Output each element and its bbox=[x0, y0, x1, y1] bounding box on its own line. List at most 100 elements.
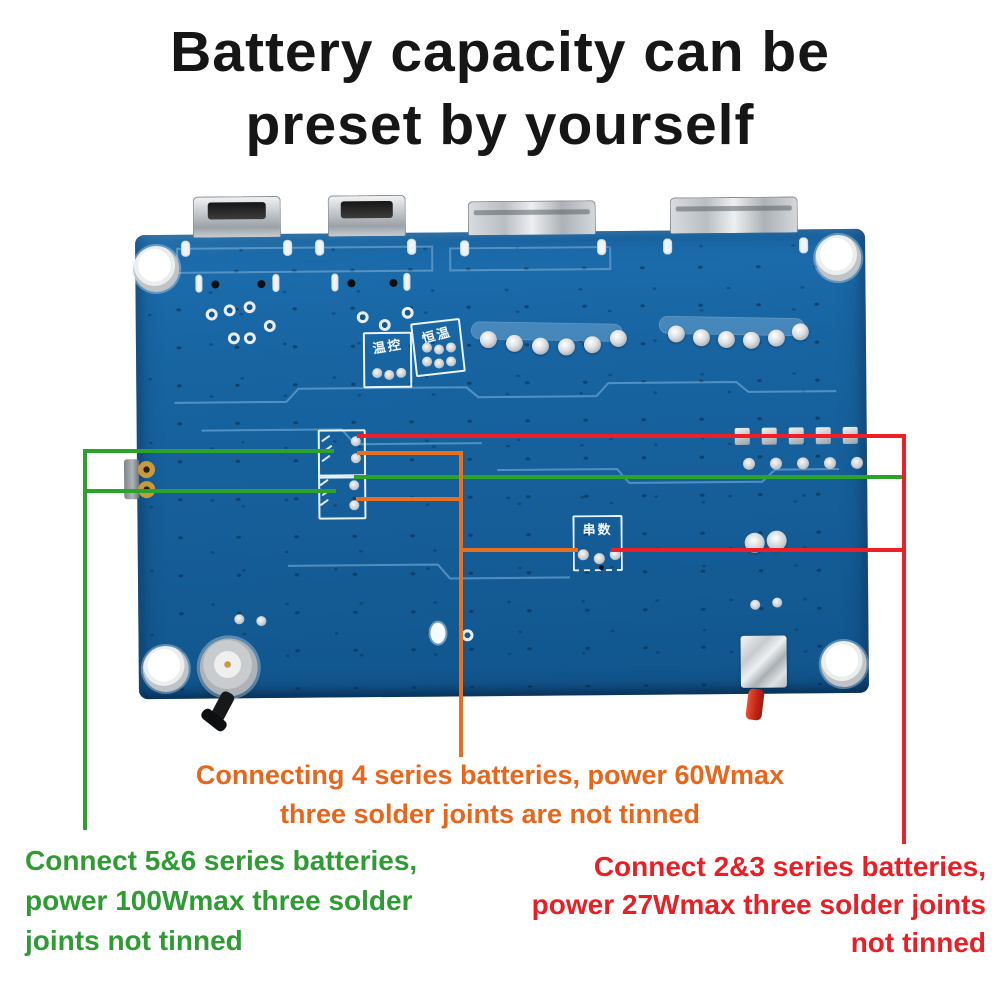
oval-pad bbox=[195, 274, 203, 293]
via-ring-pad bbox=[243, 332, 256, 345]
solder-pad bbox=[796, 457, 810, 470]
series-select-pad bbox=[593, 553, 605, 565]
edge-tab-pad bbox=[181, 240, 191, 257]
pcb-traces bbox=[174, 245, 840, 580]
annotation-4-series: Connecting 4 series batteries, power 60W… bbox=[140, 756, 840, 834]
solder-pad bbox=[850, 456, 864, 469]
solder-pad bbox=[772, 597, 783, 608]
solder-pad bbox=[349, 500, 360, 511]
solder-block bbox=[740, 635, 787, 688]
solder-pad bbox=[445, 342, 457, 353]
usb-connector-4 bbox=[669, 196, 798, 234]
annotation-2-3-series-line-1: Connect 2&3 series batteries, bbox=[593, 851, 986, 882]
annotation-5-6-series-line-2: power 100Wmax three solder bbox=[25, 885, 413, 916]
callout-green-lower-line bbox=[83, 489, 336, 493]
via-ring-pad bbox=[378, 318, 391, 332]
via-ring-pad bbox=[227, 332, 240, 345]
edge-tab-pad bbox=[283, 239, 293, 256]
solder-pad bbox=[434, 358, 445, 369]
solder-pad bbox=[256, 616, 267, 627]
edge-tab-pad bbox=[663, 238, 673, 255]
oval-pad bbox=[331, 273, 339, 292]
annotation-4-series-line-1: Connecting 4 series batteries, power 60W… bbox=[195, 760, 785, 790]
solder-joint bbox=[531, 337, 550, 355]
solder-joint bbox=[791, 323, 809, 341]
via-hole bbox=[211, 280, 220, 289]
callout-green-vertical-line bbox=[83, 449, 87, 830]
via-ring-pad bbox=[223, 304, 236, 317]
via-hole bbox=[389, 278, 398, 287]
silk-label-series-count: 串数 bbox=[582, 522, 613, 538]
edge-tab-pad bbox=[407, 238, 417, 255]
mounting-hole-top-left bbox=[133, 245, 180, 293]
solder-pad bbox=[421, 342, 433, 353]
via-hole bbox=[347, 279, 356, 288]
annotation-2-3-series: Connect 2&3 series batteries, power 27Wm… bbox=[466, 848, 986, 962]
solder-joint bbox=[557, 338, 576, 356]
pcb-board-photo: 温控 恒温 串数 bbox=[123, 194, 870, 700]
solder-joint bbox=[479, 331, 497, 349]
via-hole bbox=[257, 280, 266, 289]
solder-joint bbox=[505, 334, 524, 352]
via-ring-pad bbox=[263, 319, 276, 333]
callout-orange-bottom-line bbox=[459, 548, 578, 552]
edge-tab-pad bbox=[460, 240, 470, 257]
edge-tab-pad bbox=[315, 239, 325, 256]
via-ring-pad bbox=[205, 308, 218, 321]
annotation-4-series-line-2: three solder joints are not tinned bbox=[279, 799, 701, 829]
solder-pad bbox=[396, 367, 407, 378]
annotation-2-3-series-line-2: power 27Wmax three solder joints bbox=[531, 889, 986, 920]
solder-pad bbox=[446, 356, 457, 367]
oval-pad bbox=[272, 273, 280, 292]
edge-tab-pad bbox=[799, 237, 809, 254]
mounting-hole-bottom-right bbox=[820, 640, 867, 688]
mounting-hole-bottom-left bbox=[142, 645, 189, 693]
solder-pad bbox=[769, 457, 783, 470]
solder-joint bbox=[717, 330, 735, 349]
annotation-5-6-series-line-3: joints not tinned bbox=[25, 925, 243, 956]
solder-joint bbox=[583, 336, 602, 354]
callout-orange-top-line bbox=[357, 451, 462, 455]
via-hole bbox=[598, 565, 604, 571]
solder-pad bbox=[422, 356, 433, 367]
via-ring-pad bbox=[356, 311, 369, 324]
callout-green-right-line bbox=[354, 475, 902, 479]
gold-pad bbox=[137, 461, 156, 479]
callout-red-top-line bbox=[357, 434, 906, 438]
solder-pad bbox=[384, 369, 395, 381]
annotation-5-6-series: Connect 5&6 series batteries, power 100W… bbox=[25, 841, 445, 961]
solder-joint bbox=[767, 329, 785, 347]
annotation-5-6-series-line-1: Connect 5&6 series batteries, bbox=[25, 845, 418, 876]
callout-red-vertical-line bbox=[902, 434, 906, 844]
solder-pad bbox=[742, 457, 756, 470]
usb-connector-1 bbox=[192, 195, 282, 238]
callout-orange-mid-line bbox=[356, 497, 462, 501]
solder-joint bbox=[609, 329, 627, 348]
annotation-2-3-series-line-3: not tinned bbox=[850, 927, 986, 958]
solder-joint bbox=[742, 331, 761, 349]
side-connector bbox=[123, 459, 140, 500]
solder-pad bbox=[433, 344, 445, 355]
screw-terminal bbox=[199, 638, 259, 697]
title-line-1: Battery capacity can be bbox=[170, 20, 830, 84]
usb-connector-3 bbox=[467, 200, 596, 236]
callout-orange-vertical-line bbox=[459, 451, 463, 757]
oval-pad bbox=[403, 272, 411, 291]
callout-green-top-line bbox=[83, 449, 334, 453]
callout-red-bottom-line bbox=[611, 548, 906, 552]
solder-pad bbox=[823, 457, 837, 470]
via-ring-pad bbox=[401, 306, 414, 319]
title-line-2: preset by yourself bbox=[245, 93, 755, 157]
usb-connector-2 bbox=[327, 194, 407, 237]
via-ring-pad bbox=[243, 301, 256, 314]
solder-joint bbox=[667, 325, 685, 343]
red-wire bbox=[745, 688, 765, 721]
solder-pad bbox=[372, 368, 383, 379]
solder-joint bbox=[692, 329, 710, 347]
solder-pad bbox=[234, 614, 245, 625]
page-title: Battery capacity can be preset by yourse… bbox=[0, 16, 1000, 162]
mounting-hole-top-right bbox=[815, 234, 862, 282]
silk-label-temp-control: 温控 bbox=[371, 336, 404, 357]
edge-tab-pad bbox=[597, 239, 607, 256]
